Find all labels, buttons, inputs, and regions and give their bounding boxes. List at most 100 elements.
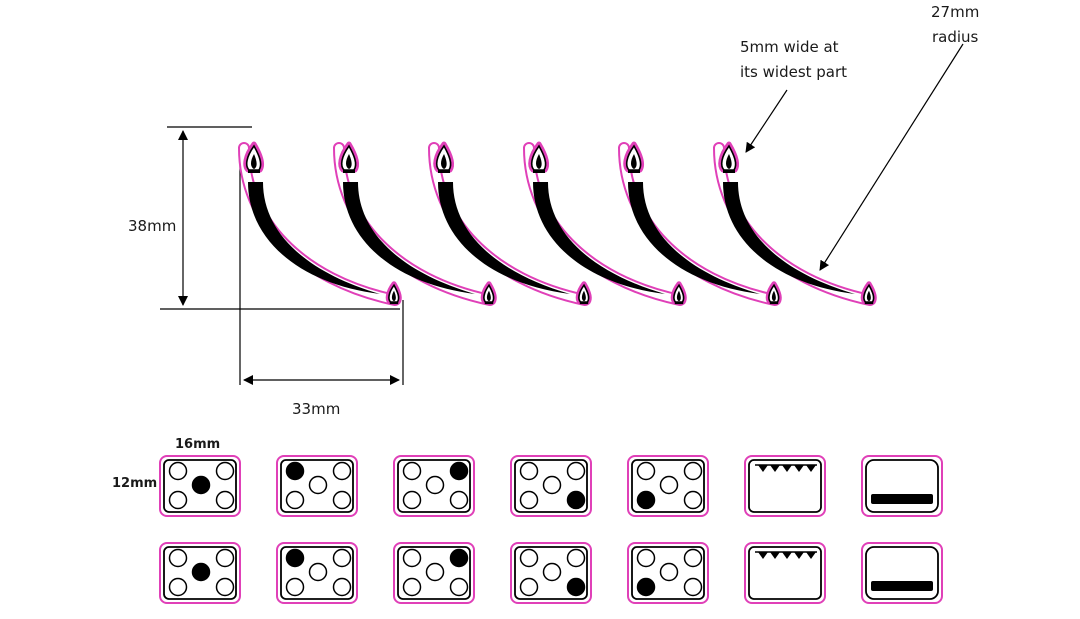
bottom-flame-icon [575,281,592,305]
top-flame-icon [243,141,265,173]
knob-label-cell [510,455,592,517]
bottom-heat-icon [865,459,939,513]
burner-dot [215,461,235,481]
grill-icon [748,546,822,600]
bottom-flame-icon [765,281,782,305]
active-burner-dot [285,461,305,481]
flame-decal [618,141,782,306]
active-burner-dot [636,490,656,510]
burner-dot [542,475,562,495]
knob-label-cell [276,542,358,604]
knob-label-cell [276,455,358,517]
arc-stroke [438,182,570,294]
burner-dot [402,577,422,597]
flame-decals [238,141,877,306]
burner-dot [519,490,539,510]
burner-dot [519,461,539,481]
burner-dot [215,490,235,510]
stroke-width-label-line1: 5mm wide at [740,38,839,56]
burner-dot [285,490,305,510]
burner-dot [683,461,703,481]
arc-stroke [248,182,380,294]
burner-dot [659,562,679,582]
burner-dot [449,577,469,597]
knob-label-grid [159,455,943,604]
burner-dot [566,461,586,481]
arc-stroke [723,182,855,294]
flame-decal [428,141,592,306]
burner-dot [215,577,235,597]
stroke-width-label-line2: its widest part [740,63,847,81]
knob-label-cell [744,455,826,517]
flame-decal [333,141,497,306]
burner-dot [683,577,703,597]
height-label: 38mm [128,217,176,235]
arc-stroke [533,182,665,294]
cell-width-label: 16mm [175,437,220,452]
burner-dot [402,548,422,568]
burner-dot [636,548,656,568]
top-flame-icon [623,141,645,173]
flame-decal [713,141,877,306]
knob-label-cell [393,455,475,517]
active-burner-dot [636,577,656,597]
burner-dot [308,562,328,582]
active-burner-dot [191,475,211,495]
burner-dot [215,548,235,568]
active-burner-dot [191,562,211,582]
bottom-heat-icon [865,546,939,600]
top-flame-icon [718,141,740,173]
top-flame-icon [433,141,455,173]
knob-label-cell [159,542,241,604]
flame-decal [523,141,687,306]
cell-height-label: 12mm [112,476,157,491]
active-burner-dot [449,548,469,568]
burner-dot [449,490,469,510]
radius-label-line2: radius [932,28,979,46]
bottom-flame-icon [670,281,687,305]
grill-icon [748,459,822,513]
active-burner-dot [566,490,586,510]
knob-label-cell [510,542,592,604]
burner-dot [519,577,539,597]
bottom-flame-icon [480,281,497,305]
knob-label-cell [861,542,943,604]
active-burner-dot [285,548,305,568]
knob-label-cell [861,455,943,517]
burner-dot [636,461,656,481]
knob-label-cell [393,542,475,604]
knob-label-cell [627,542,709,604]
burner-dot [332,490,352,510]
burner-dot [659,475,679,495]
burner-dot [566,548,586,568]
stroke-width-callout-arrow [745,89,788,153]
burner-dot [332,577,352,597]
burner-dot [332,548,352,568]
burner-dot [425,562,445,582]
bottom-flame-icon [385,281,402,305]
burner-dot [519,548,539,568]
burner-dot [402,490,422,510]
burner-dot [425,475,445,495]
burner-dot [168,577,188,597]
bottom-flame-icon [860,281,877,305]
burner-dot [285,577,305,597]
burner-dot [683,490,703,510]
knob-label-cell [744,542,826,604]
knob-label-cell [159,455,241,517]
burner-dot [308,475,328,495]
top-flame-icon [528,141,550,173]
knob-label-cell [627,455,709,517]
top-flame-icon [338,141,360,173]
burner-dot [332,461,352,481]
active-burner-dot [566,577,586,597]
burner-dot [683,548,703,568]
burner-dot [168,490,188,510]
burner-dot [168,461,188,481]
arc-stroke [343,182,475,294]
active-burner-dot [449,461,469,481]
arc-stroke [628,182,760,294]
dimension-lines [160,43,964,385]
burner-dot [542,562,562,582]
